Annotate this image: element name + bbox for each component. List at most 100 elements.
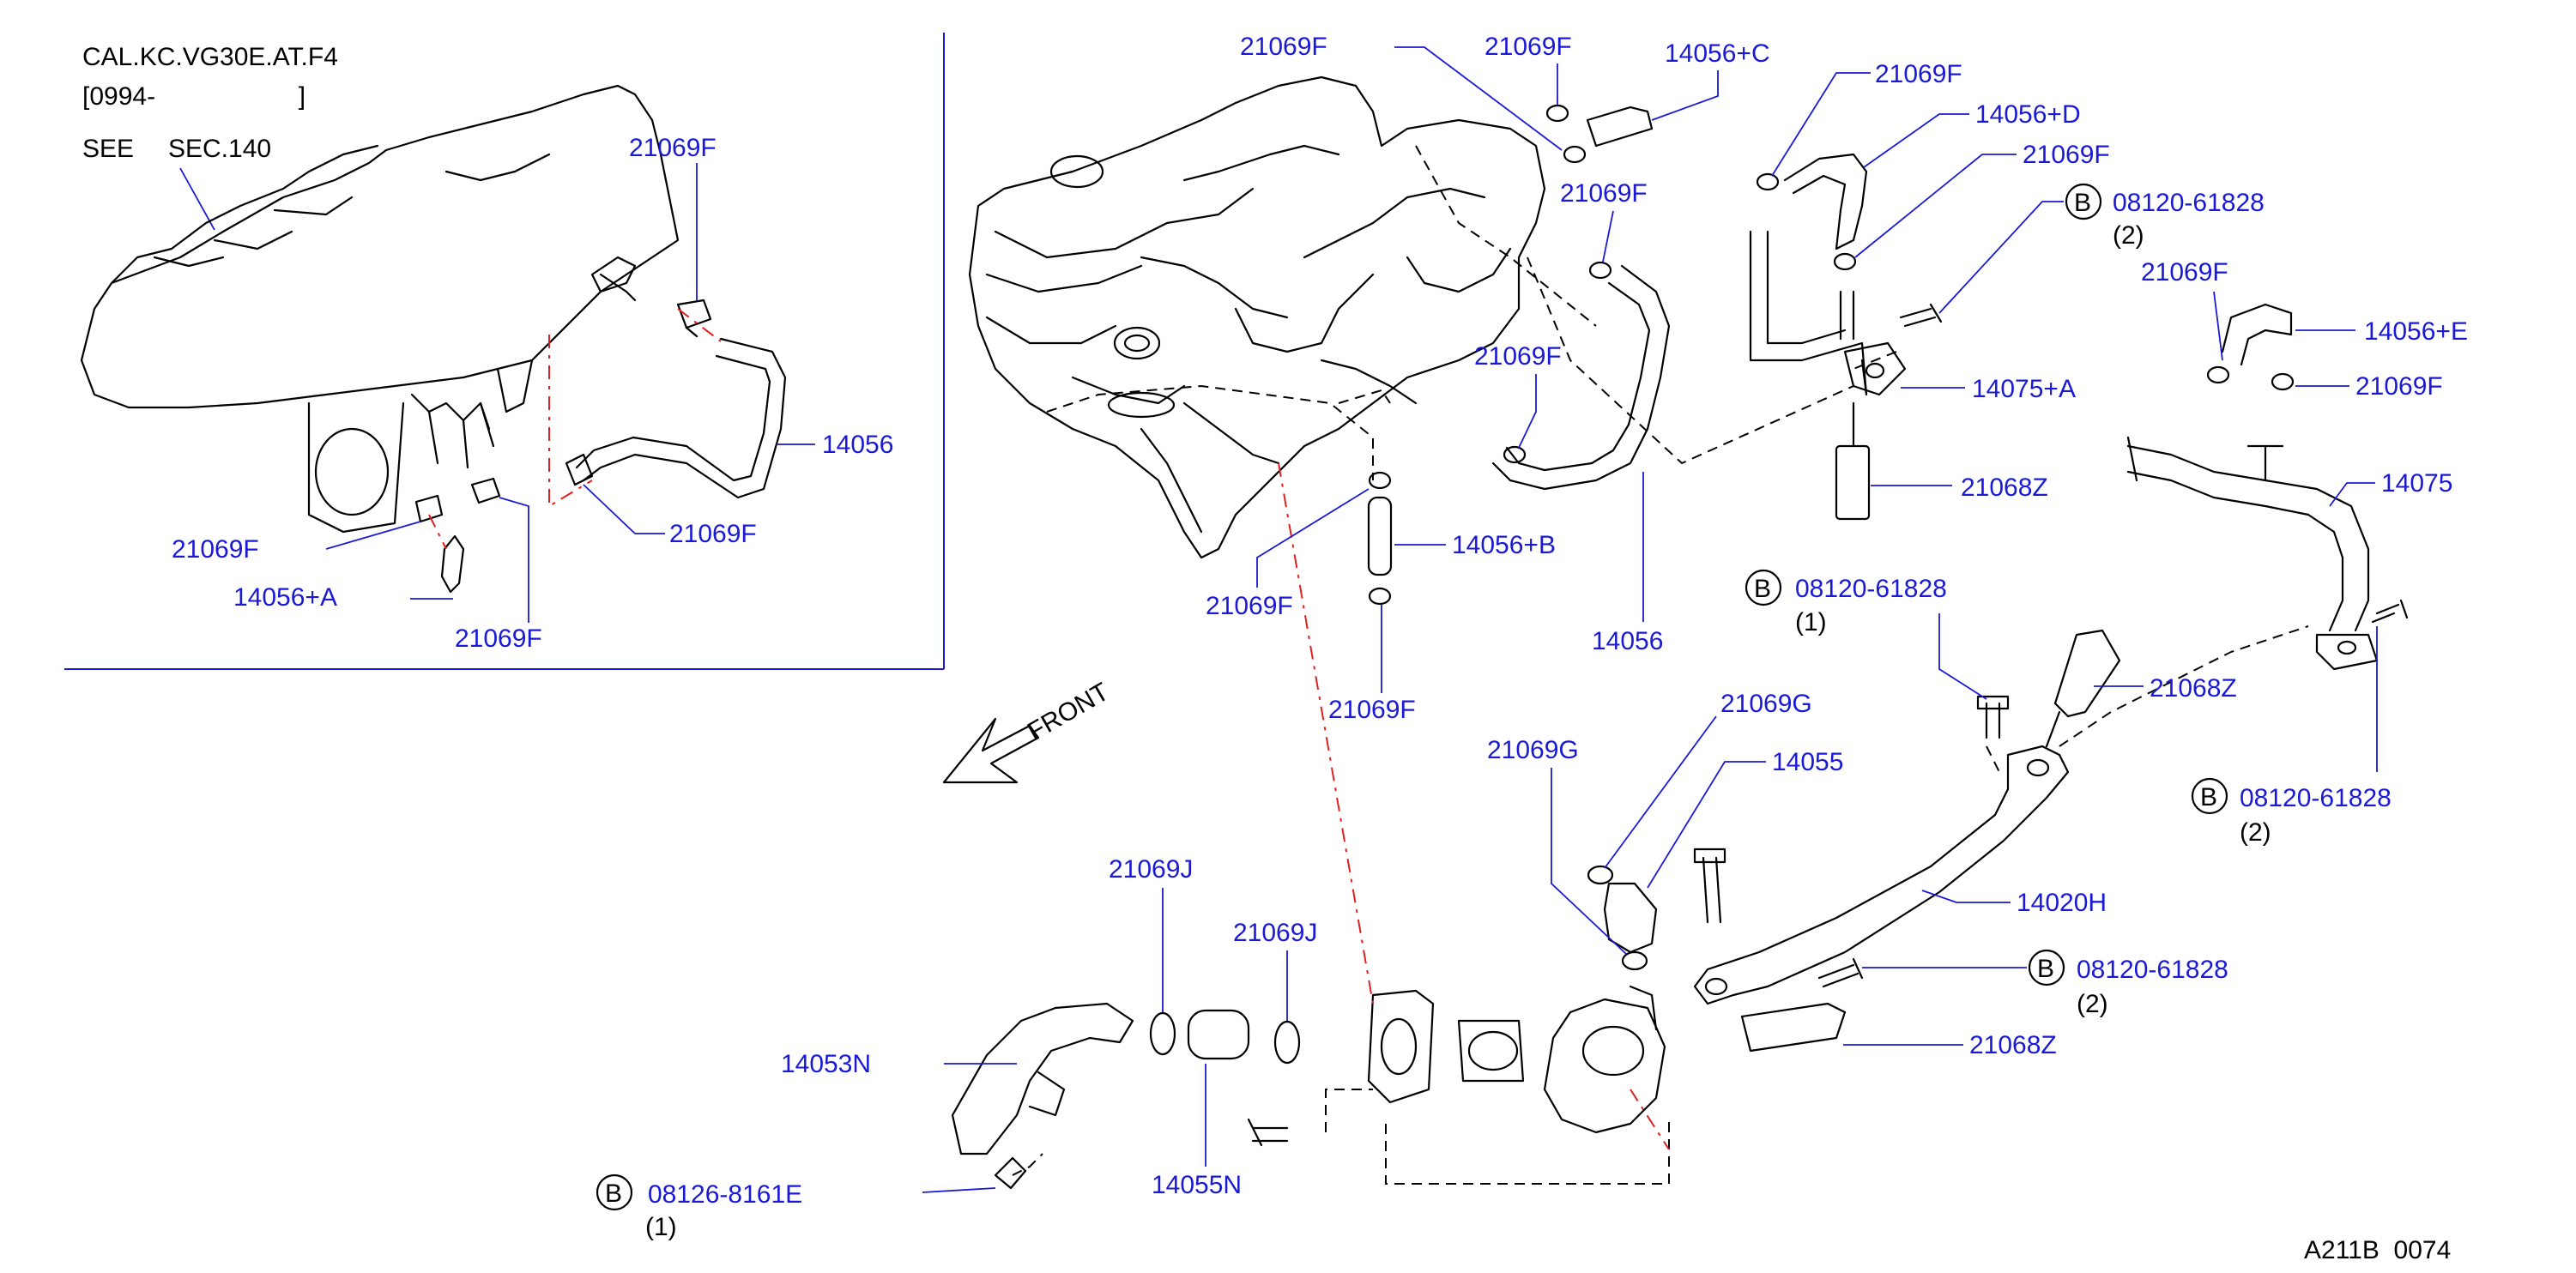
clamp-m-5 [1368, 471, 1392, 490]
intake-manifold-illustration [80, 84, 680, 534]
svg-text:21069J: 21069J [1233, 919, 1317, 947]
callout-m-21069J-1: 21069J [1109, 855, 1193, 1012]
svg-text:(2): (2) [2240, 818, 2271, 847]
callout-m-21069F-3: 21069F [1560, 179, 1648, 262]
inset-see-text: SEE [82, 135, 134, 163]
callout-m-bolt-2: B 08120-61828 (1) [1745, 569, 1987, 700]
svg-text:21068Z: 21068Z [1969, 1031, 2057, 1059]
svg-text:(2): (2) [2113, 221, 2144, 250]
hose-14055-small [1603, 882, 1658, 954]
svg-text:14056+E: 14056+E [2364, 317, 2468, 346]
svg-text:08120-61828: 08120-61828 [2077, 956, 2228, 984]
svg-text:14056: 14056 [822, 431, 893, 459]
svg-text:08120-61828: 08120-61828 [1795, 575, 1947, 603]
pipe-14075A [1749, 230, 1907, 396]
callout-m-21068Z-1: 21068Z [1871, 474, 2048, 502]
svg-text:14056+A: 14056+A [233, 583, 337, 612]
hose-14056E [2221, 303, 2293, 366]
housing-14055 [1543, 985, 1666, 1134]
bolt-m-2 [2371, 599, 2409, 624]
svg-text:14056: 14056 [1592, 627, 1663, 655]
svg-text:21069F: 21069F [2355, 372, 2443, 401]
bolt-m-3 [1976, 695, 2010, 739]
callout-m-bolt-5: B 08126-8161E (1) [596, 1173, 996, 1241]
callout-m-14075: 14075 [2329, 469, 2452, 507]
callout-m-21069G-2: 21069G [1487, 736, 1627, 955]
svg-text:14075+A: 14075+A [1972, 375, 2076, 403]
clamp-21069G-1 [1587, 865, 1614, 885]
clamp-21069J-1 [1149, 1011, 1176, 1056]
svg-text:08120-61828: 08120-61828 [2240, 784, 2392, 812]
callout-m-14055: 14055 [1647, 748, 1843, 889]
svg-text:21069F: 21069F [669, 520, 757, 548]
callout-m-14056D: 14056+D [1863, 100, 2081, 168]
svg-text:21069F: 21069F [1240, 33, 1327, 61]
pipe-14020H [1693, 745, 2070, 1005]
footer-code: A211B 0074 [2304, 1236, 2451, 1264]
callout-m-21069F-1: 21069F [1240, 33, 1563, 151]
callout-m-21069F-9b: 21069F [1328, 605, 1416, 724]
svg-text:21069F: 21069F [1485, 33, 1572, 61]
svg-text:21069F: 21069F [1474, 342, 1562, 371]
hose-14053N [951, 1002, 1134, 1155]
callout-m-14056: 14056 [1592, 472, 1663, 655]
clamp-m-2 [1563, 145, 1587, 164]
callout-m-21069F-8a: 21069F [1474, 342, 1562, 449]
svg-text:(1): (1) [645, 1213, 677, 1241]
svg-text:21069F: 21069F [1206, 592, 1293, 620]
callout-m-bolt-4: B 08120-61828 (2) [1862, 949, 2228, 1018]
bolt-m-1 [1899, 303, 1943, 328]
svg-text:(1): (1) [1795, 608, 1827, 636]
svg-text:21069F: 21069F [1875, 60, 1962, 88]
svg-text:21068Z: 21068Z [1961, 474, 2048, 502]
svg-text:08120-61828: 08120-61828 [2113, 189, 2265, 217]
svg-text:21069F: 21069F [172, 535, 259, 564]
bolt-m-6 [1247, 1118, 1289, 1147]
callout-m-21069G-1: 21069G [1604, 690, 1812, 869]
svg-text:B: B [1754, 575, 1771, 603]
clamp-m-10 [2271, 372, 2295, 391]
hose-14056-main [1491, 264, 1671, 491]
callout-m-21069F-9a: 21069F [1206, 488, 1370, 620]
inset-clamp-c [414, 494, 444, 523]
svg-text:21069F: 21069F [1560, 179, 1648, 208]
callout-m-21068Z-3: 21068Z [1843, 1031, 2057, 1059]
clamp-m-9 [2206, 365, 2230, 384]
clamp-21069G-2 [1621, 950, 1648, 971]
hose-14055N [1187, 1009, 1250, 1060]
callout-m-14075A: 14075+A [1901, 375, 2076, 403]
svg-text:21069F: 21069F [455, 624, 542, 653]
hose-14056C [1586, 106, 1654, 148]
clamp-21069J-2 [1273, 1020, 1301, 1065]
engine-block-illustration [968, 75, 1546, 559]
sensor-21068Z-2 [2045, 629, 2121, 748]
clamp-m-7 [1756, 172, 1780, 191]
callout-i-21069F-b: 21069F [583, 484, 757, 548]
svg-text:21069F: 21069F [2023, 141, 2110, 169]
inset-hose-14056A [440, 534, 465, 594]
callout-m-21068Z-2: 21068Z [2094, 674, 2237, 703]
clamp-m-1 [1588, 261, 1612, 280]
svg-text:14056+C: 14056+C [1665, 39, 1770, 68]
callout-m-21069F-5: 21069F [1854, 141, 2110, 258]
callout-m-bolt-3: B 08120-61828 (2) [2191, 626, 2392, 847]
svg-text:14053N: 14053N [781, 1050, 871, 1078]
svg-text:21068Z: 21068Z [2150, 674, 2237, 703]
svg-text:21069G: 21069G [1487, 736, 1579, 764]
svg-text:08126-8161E: 08126-8161E [648, 1180, 802, 1209]
svg-text:B: B [605, 1179, 622, 1208]
pipe-14075 [2126, 436, 2379, 671]
sensor-21068Z-3 [1740, 1002, 1847, 1053]
svg-text:14075: 14075 [2381, 469, 2452, 498]
inset-clamp-d [470, 477, 501, 504]
callout-i-21069F-d: 21069F [455, 497, 542, 653]
callout-i-21069F-c: 21069F [172, 521, 421, 564]
thermostat-part [1457, 1019, 1525, 1083]
bolt-m-5 [1693, 848, 1726, 924]
inset-see-section: SEC.140 [168, 135, 271, 163]
callout-m-14056B: 14056+B [1394, 531, 1556, 559]
callout-m-21069F-2: 21069F [1485, 33, 1572, 105]
clamp-m-8 [1833, 252, 1857, 271]
gasket-part [1367, 989, 1435, 1104]
